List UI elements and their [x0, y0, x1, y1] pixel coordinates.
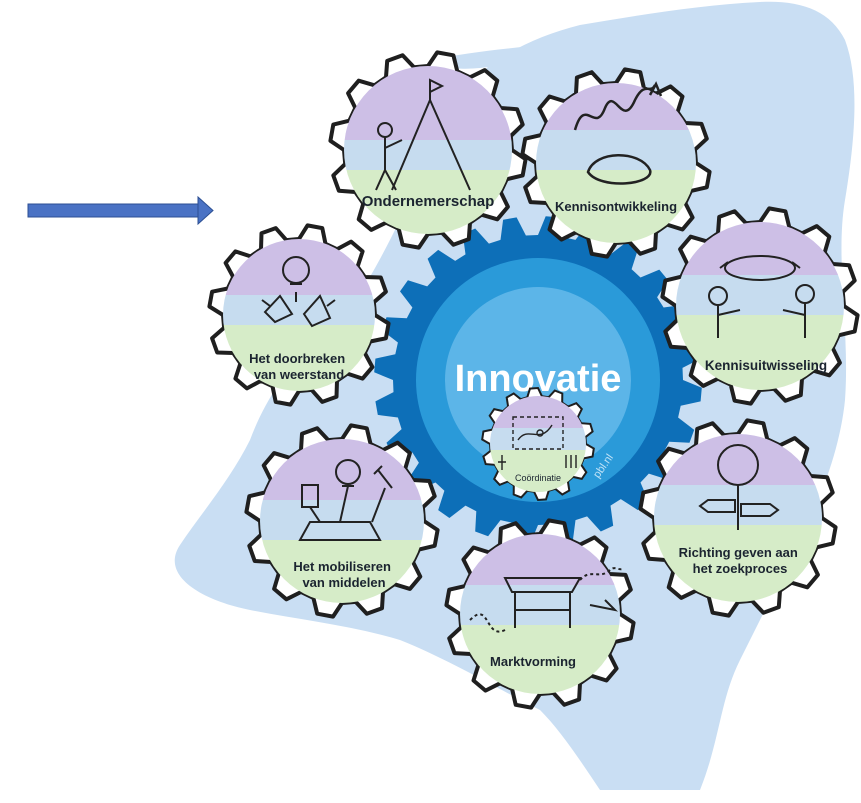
pointer-arrow — [27, 195, 214, 226]
gear-ondernemerschap: Ondernemerschap — [328, 50, 528, 250]
gear-label: Kennisuitwisseling — [705, 358, 827, 373]
gear-label: Kennisontwikkeling — [555, 199, 677, 214]
gear-kennisuitwisseling: Kennisuitwisseling — [660, 206, 860, 406]
signpost-icon — [698, 444, 780, 530]
market-stall-icon — [469, 567, 625, 633]
gear-label-line: het zoekproces — [693, 561, 788, 576]
core-label: Coördinatie — [515, 473, 561, 483]
gear-doorbreken: Het doorbreken van weerstand — [207, 223, 391, 407]
gear-label-line: Richting geven aan — [679, 545, 798, 560]
gear-label: Ondernemerschap — [362, 193, 495, 210]
gear-richting-geven: Richting geven aan het zoekproces — [638, 418, 838, 618]
map-island — [430, 39, 650, 69]
gear-label-line: van middelen — [302, 575, 385, 590]
coordination-sketch-icon — [498, 416, 577, 470]
brain-rock-icon — [573, 81, 663, 185]
gear-label: Richting geven aan het zoekproces — [679, 545, 802, 576]
gear-label-line: Marktvorming — [490, 654, 576, 669]
gear-kennisontwikkeling: Kennisontwikkeling — [520, 67, 712, 259]
gear-label-line: Het doorbreken — [249, 351, 345, 366]
mountain-climber-icon — [375, 78, 471, 191]
breaking-barrier-icon — [261, 256, 336, 328]
gear-label: Het mobiliseren van middelen — [293, 559, 394, 590]
gear-label-line: Kennisontwikkeling — [555, 199, 677, 214]
gear-label-line: Kennisuitwisseling — [705, 358, 827, 373]
conversation-icon — [708, 255, 815, 338]
tools-resources-icon — [298, 459, 393, 541]
gear-label: Marktvorming — [490, 654, 576, 669]
coordination-gear: Coördinatie — [481, 386, 595, 502]
central-gear: Innovatie pbl.nl — [374, 216, 702, 544]
gear-label-line: Ondernemerschap — [362, 193, 495, 210]
gear-label-line: van weerstand — [254, 367, 344, 382]
gear-label-line: Het mobiliseren — [293, 559, 391, 574]
gear-mobiliseren: Het mobiliseren van middelen — [244, 423, 440, 619]
gear-label: Het doorbreken van weerstand — [249, 351, 349, 382]
gear-marktvorming: Marktvorming — [444, 518, 636, 710]
